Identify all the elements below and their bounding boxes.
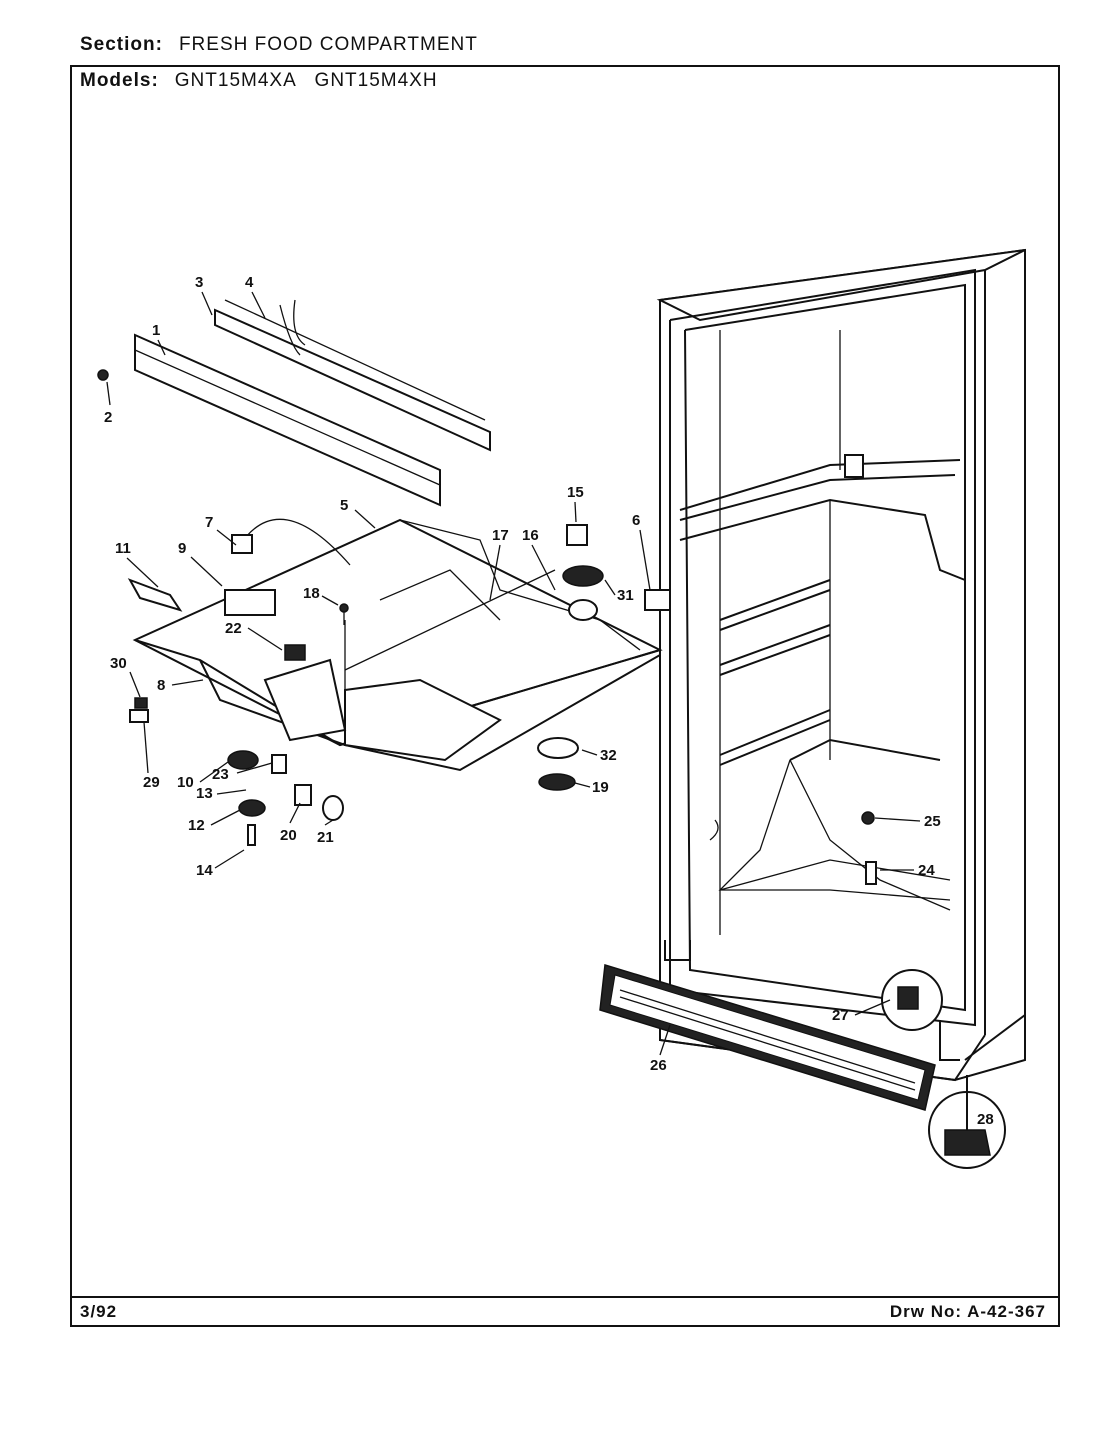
callout-19: 19 — [592, 779, 609, 796]
callout-29: 29 — [143, 774, 160, 791]
callout-9: 9 — [178, 540, 186, 557]
callout-27: 27 — [832, 1007, 849, 1024]
models-label: Models: — [80, 70, 159, 91]
callout-18: 18 — [303, 585, 320, 602]
callout-labels: 1 2 3 4 5 6 7 8 9 10 11 12 13 14 15 16 1… — [104, 274, 994, 1128]
callout-3: 3 — [195, 274, 203, 291]
ceiling-panel-drawing — [127, 518, 663, 772]
callout-32: 32 — [600, 747, 617, 764]
drawing-number: Drw No: A-42-367 — [889, 1302, 1046, 1321]
callout-30: 30 — [110, 655, 127, 672]
callout-23: 23 — [212, 766, 229, 783]
callout-13: 13 — [196, 785, 213, 802]
callout-17: 17 — [492, 527, 509, 544]
callout-16: 16 — [522, 527, 539, 544]
callout-28: 28 — [977, 1111, 994, 1128]
callout-31: 31 — [617, 587, 634, 604]
callout-6: 6 — [632, 512, 640, 529]
callout-22: 22 — [225, 620, 242, 637]
callout-20: 20 — [280, 827, 297, 844]
callout-4: 4 — [245, 274, 254, 291]
toe-grille-drawing — [599, 964, 1006, 1169]
cabinet-drawing — [656, 248, 1026, 1082]
section-line: Section: FRESH FOOD COMPARTMENT — [80, 34, 478, 56]
drawing-frame — [70, 65, 1060, 1327]
callout-21: 21 — [317, 829, 334, 846]
callout-14: 14 — [196, 862, 213, 879]
models-value: GNT15M4XA GNT15M4XH — [174, 70, 438, 91]
section-label: Section: — [80, 34, 163, 55]
callout-10: 10 — [177, 774, 194, 791]
callout-12: 12 — [188, 817, 205, 834]
callout-2: 2 — [104, 409, 112, 426]
light-parts-drawing — [129, 524, 877, 885]
callout-15: 15 — [567, 484, 584, 501]
callout-24: 24 — [918, 862, 935, 879]
section-value: FRESH FOOD COMPARTMENT — [178, 34, 478, 55]
footer-rule — [70, 1296, 1060, 1298]
callout-11: 11 — [115, 540, 131, 557]
callout-8: 8 — [157, 677, 165, 694]
callout-7: 7 — [205, 514, 213, 531]
leader-lines — [106, 291, 921, 1056]
callout-26: 26 — [650, 1057, 667, 1074]
models-line: Models: GNT15M4XA GNT15M4XH — [80, 70, 438, 92]
callout-5: 5 — [340, 497, 348, 514]
rear-rails-drawing — [97, 299, 491, 507]
callout-25: 25 — [924, 813, 941, 830]
callout-1: 1 — [152, 322, 160, 339]
drawing-date: 3/92 — [80, 1302, 118, 1321]
